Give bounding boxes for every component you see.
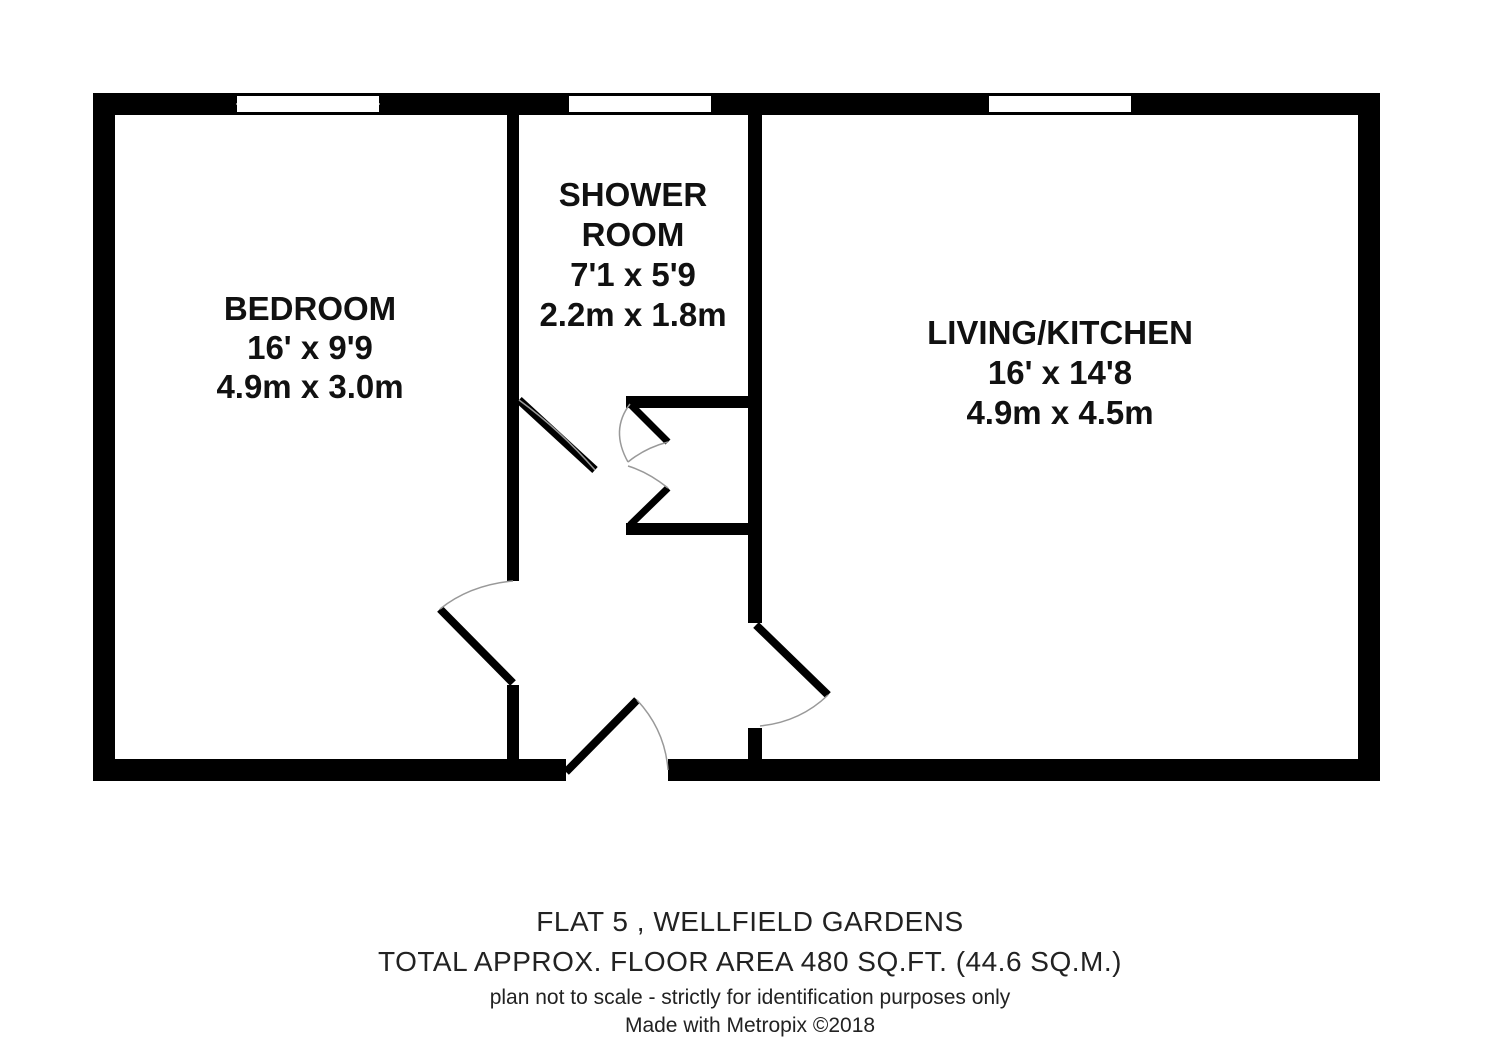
cupboard-doors — [618, 401, 671, 528]
bottom-wall-left — [93, 759, 566, 781]
shower-room-name-line2: ROOM — [582, 216, 685, 253]
bedroom-window — [235, 94, 381, 114]
living-kitchen-imperial: 16' x 14'8 — [988, 354, 1132, 391]
shower-room-imperial: 7'1 x 5'9 — [570, 256, 696, 293]
windows — [235, 94, 1133, 114]
property-name: FLAT 5 , WELLFIELD GARDENS — [536, 906, 964, 937]
living-partition-upper — [748, 113, 762, 623]
bedroom-partition-upper — [507, 113, 519, 581]
bedroom-partition-lower — [507, 685, 519, 761]
living-kitchen-name: LIVING/KITCHEN — [927, 314, 1193, 351]
shower-room-metric: 2.2m x 1.8m — [539, 296, 726, 333]
credit: Made with Metropix ©2018 — [624, 1014, 876, 1037]
outer-walls — [93, 93, 1380, 781]
disclaimer: plan not to scale - strictly for identif… — [489, 986, 1011, 1009]
bedroom-label: BEDROOM 16' x 9'9 4.9m x 3.0m — [216, 290, 403, 405]
living-partition-lower — [748, 728, 762, 761]
bedroom-door — [437, 580, 516, 686]
entrance-door — [563, 697, 669, 775]
cupboard-top-wall — [626, 396, 750, 408]
bottom-wall-right — [668, 759, 1380, 781]
living-window — [987, 94, 1133, 114]
living-kitchen-label: LIVING/KITCHEN 16' x 14'8 4.9m x 4.5m — [927, 314, 1193, 431]
doors — [437, 397, 831, 775]
left-wall — [93, 93, 115, 781]
shower-room-label: SHOWER ROOM 7'1 x 5'9 2.2m x 1.8m — [539, 176, 726, 333]
cupboard-bottom-wall — [626, 523, 750, 535]
shower-window — [567, 94, 713, 114]
living-door — [753, 622, 831, 727]
bedroom-metric: 4.9m x 3.0m — [216, 368, 403, 405]
floor-area: TOTAL APPROX. FLOOR AREA 480 SQ.FT. (44.… — [378, 946, 1122, 977]
interior-walls — [507, 113, 762, 761]
shower-door — [516, 397, 598, 473]
living-kitchen-metric: 4.9m x 4.5m — [966, 394, 1153, 431]
right-wall — [1358, 93, 1380, 781]
shower-room-name-line1: SHOWER — [559, 176, 708, 213]
bedroom-imperial: 16' x 9'9 — [247, 329, 373, 366]
bedroom-name: BEDROOM — [224, 290, 396, 327]
